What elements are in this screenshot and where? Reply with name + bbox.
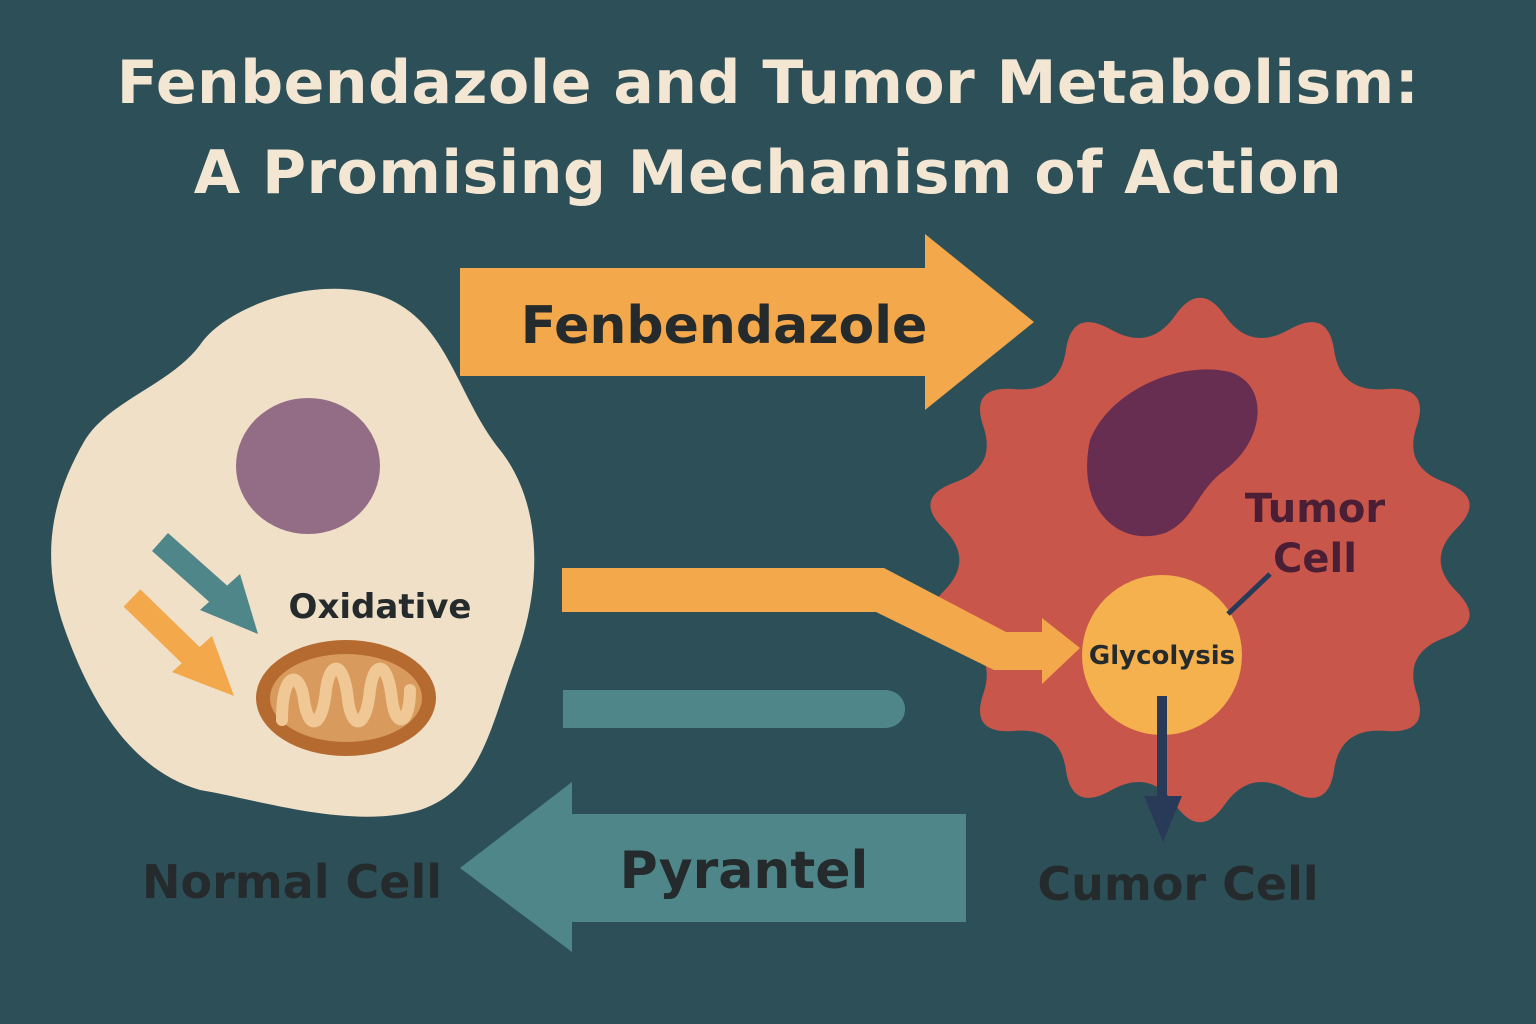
oxidative-label: Oxidative — [289, 587, 472, 627]
tumor-cell-label-line1: Tumor — [1245, 486, 1386, 532]
tumor-cell-body — [930, 297, 1470, 823]
normal-cell-nucleus — [236, 398, 380, 534]
tumor-label-pointer — [1226, 572, 1272, 616]
title-line-1: Fenbendazole and Tumor Metabolism: — [116, 48, 1420, 118]
pyrantel-label: Pyrantel — [620, 841, 869, 901]
tumor-cell-nucleus — [1087, 369, 1258, 537]
fenbendazole-arrow — [460, 234, 1034, 410]
tumor-cell-label-line2: Cell — [1273, 536, 1357, 582]
glycolysis-circle — [1082, 575, 1242, 735]
fenbendazole-label: Fenbendazole — [521, 296, 928, 356]
glycolysis-orange-arrow — [562, 568, 1080, 684]
teal-bar — [563, 690, 905, 728]
down-arrow-icon — [1144, 696, 1182, 842]
title-line-2: A Promising Mechanism of Action — [193, 138, 1343, 208]
orange-small-arrow-icon — [123, 589, 234, 696]
teal-small-arrow-icon — [152, 533, 258, 634]
glycolysis-label: Glycolysis — [1089, 641, 1235, 671]
normal-cell-label: Normal Cell — [142, 855, 442, 909]
mitochondrion-icon — [256, 640, 436, 756]
pyrantel-arrow — [460, 782, 966, 952]
cumor-cell-label: Cumor Cell — [1037, 857, 1318, 911]
